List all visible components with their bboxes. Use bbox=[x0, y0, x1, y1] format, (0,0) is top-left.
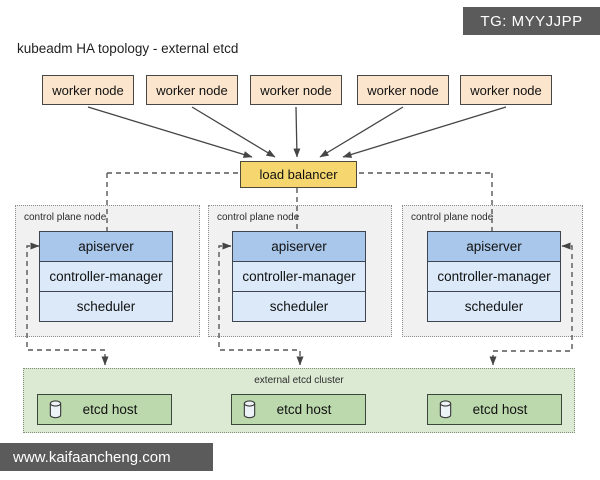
scheduler-box: scheduler bbox=[428, 291, 560, 321]
database-icon bbox=[242, 400, 257, 419]
control-plane-node-label: control plane node bbox=[411, 212, 494, 223]
apiserver-to-etcd-lines bbox=[26, 242, 573, 366]
control-plane-stack-3: apiserver controller-manager scheduler bbox=[427, 231, 561, 322]
etcd-host-3: etcd host bbox=[427, 394, 562, 425]
apiserver-box: apiserver bbox=[428, 232, 560, 261]
control-plane-node-label: control plane node bbox=[24, 212, 107, 223]
controller-manager-box: controller-manager bbox=[428, 261, 560, 291]
apiserver-box: apiserver bbox=[40, 232, 172, 261]
etcd-host-2: etcd host bbox=[231, 394, 366, 425]
load-balancer: load balancer bbox=[240, 161, 357, 188]
scheduler-box: scheduler bbox=[233, 291, 365, 321]
control-plane-stack-1: apiserver controller-manager scheduler bbox=[39, 231, 173, 322]
etcd-host-label: etcd host bbox=[82, 402, 138, 417]
etcd-host-1: etcd host bbox=[37, 394, 172, 425]
scheduler-box: scheduler bbox=[40, 291, 172, 321]
controller-manager-box: controller-manager bbox=[40, 261, 172, 291]
control-plane-node-label: control plane node bbox=[217, 212, 300, 223]
worker-node-1: worker node bbox=[42, 75, 134, 105]
apiserver-box: apiserver bbox=[233, 232, 365, 261]
etcd-host-label: etcd host bbox=[472, 402, 528, 417]
worker-node-2: worker node bbox=[146, 75, 238, 105]
worker-node-3: worker node bbox=[250, 75, 342, 105]
telegram-badge: TG: MYYJJPP bbox=[463, 7, 600, 35]
worker-to-lb-arrows bbox=[87, 106, 507, 158]
etcd-host-label: etcd host bbox=[276, 402, 332, 417]
worker-node-5: worker node bbox=[460, 75, 552, 105]
database-icon bbox=[438, 400, 453, 419]
control-plane-stack-2: apiserver controller-manager scheduler bbox=[232, 231, 366, 322]
worker-node-4: worker node bbox=[357, 75, 449, 105]
watermark-bar: www.kaifaancheng.com bbox=[0, 443, 213, 471]
diagram-title: kubeadm HA topology - external etcd bbox=[17, 41, 239, 56]
database-icon bbox=[48, 400, 63, 419]
external-etcd-cluster-label: external etcd cluster bbox=[254, 375, 344, 386]
controller-manager-box: controller-manager bbox=[233, 261, 365, 291]
